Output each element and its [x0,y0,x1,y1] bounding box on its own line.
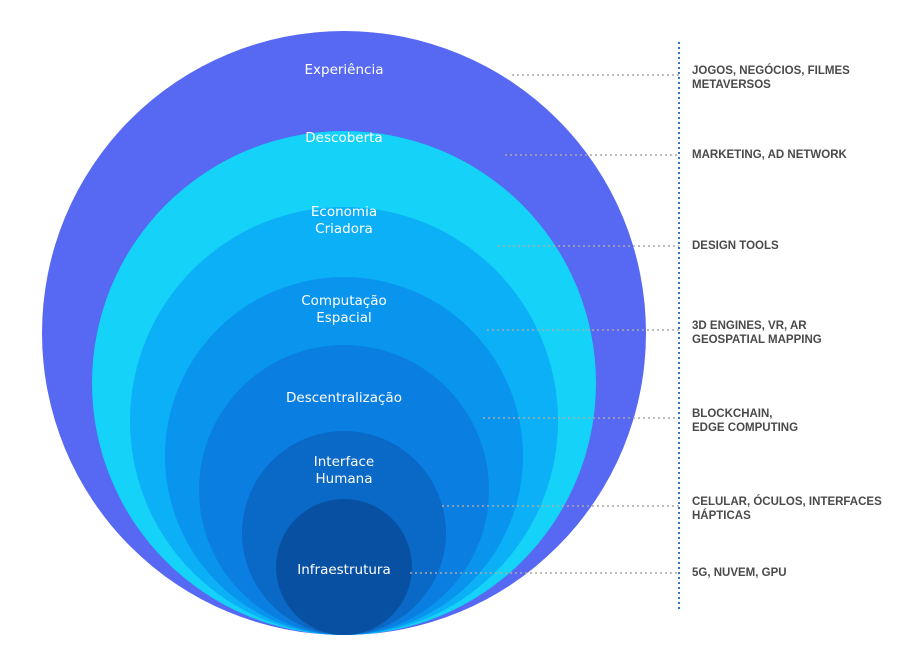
label-descentralizacao-line-1: Descentralização [286,390,402,406]
description-descentralizacao-line-1: BLOCKCHAIN, [692,408,773,420]
label-economia-criadora-line-2: Criadora [315,221,373,237]
description-experiencia-line-2: METAVERSOS [692,79,771,91]
description-computacao-espacial-line-1: 3D ENGINES, VR, AR [692,320,807,332]
circle-infraestrutura [276,499,412,635]
description-interface-humana-line-2: HÁPTICAS [692,509,751,522]
label-computacao-espacial-line-2: Espacial [316,310,372,326]
connectors-group [410,74,679,574]
descriptions-group: JOGOS, NEGÓCIOS, FILMES METAVERSOS MARKETI… [692,64,882,579]
label-descoberta-line-1: Descoberta [305,130,382,146]
circles-group [42,31,646,635]
description-computacao-espacial-line-2: GEOSPATIAL MAPPING [692,334,822,346]
description-descentralizacao-line-2: EDGE COMPUTING [692,422,798,434]
label-experiencia-line-1: Experiência [304,62,383,78]
description-economia-criadora-line-1: DESIGN TOOLS [692,240,779,252]
label-interface-humana-line-1: Interface [314,454,374,470]
description-infraestrutura-line-1: 5G, NUVEM, GPU [692,567,787,579]
description-interface-humana-line-1: CELULAR, ÓCULOS, INTERFACES [692,495,882,508]
description-experiencia-line-1: JOGOS, NEGÓCIOS, FILMES [692,64,850,77]
label-economia-criadora-line-1: Economia [311,204,377,220]
label-interface-humana-line-2: Humana [316,471,373,487]
description-descoberta-line-1: MARKETING, AD NETWORK [692,149,848,161]
label-computacao-espacial-line-1: Computação [301,293,386,309]
layer-labels-group: ExperiênciaDescobertaEconomiaCriadoraCom… [286,62,402,578]
label-infraestrutura-line-1: Infraestrutura [297,562,391,578]
